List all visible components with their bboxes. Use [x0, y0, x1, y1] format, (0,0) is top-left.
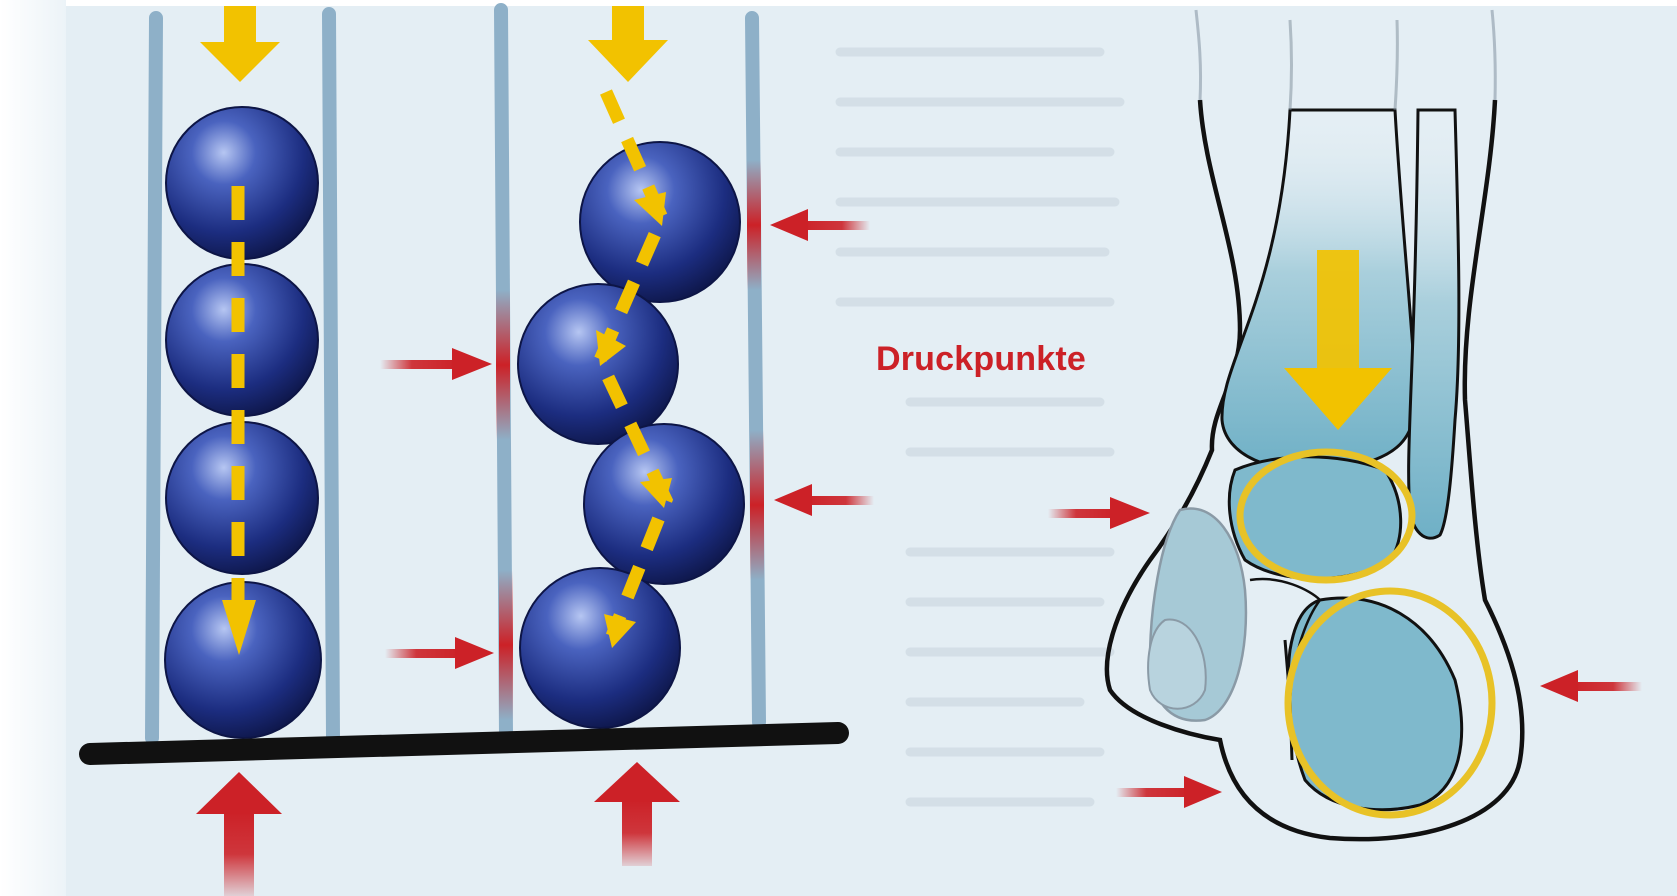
side-pressure-arrow-shaft — [380, 360, 460, 369]
ground-reaction-arrow-shaft — [224, 812, 254, 896]
pressure-points-label: Druckpunkte — [876, 340, 1086, 379]
ankle-pressure-arrow-shaft — [1116, 788, 1192, 797]
tube-wall-right — [752, 18, 759, 722]
pressure-spot-wall — [499, 570, 513, 720]
ball — [520, 568, 680, 728]
ball — [166, 264, 318, 416]
side-pressure-arrow-shaft — [800, 221, 870, 230]
fibula-bone — [1409, 110, 1459, 538]
tibia-fade — [1290, 20, 1292, 110]
ground-reaction-arrow-shaft — [622, 800, 652, 866]
ankle-pressure-arrow-shaft — [1048, 509, 1118, 518]
side-pressure-arrow-shaft — [385, 649, 463, 658]
side-pressure-arrow-shaft — [804, 496, 874, 505]
pressure-spot-wall — [496, 290, 510, 440]
tube-wall-left — [152, 18, 156, 738]
ankle-pressure-arrow-shaft — [1570, 682, 1642, 691]
left-margin-fade — [0, 0, 66, 896]
tube-wall-right — [329, 14, 333, 738]
load-arrow-leg-shaft — [1317, 250, 1359, 370]
ball — [518, 284, 678, 444]
pressure-spot-wall — [747, 160, 761, 290]
ball — [166, 107, 318, 259]
pressure-spot-wall — [750, 430, 764, 580]
